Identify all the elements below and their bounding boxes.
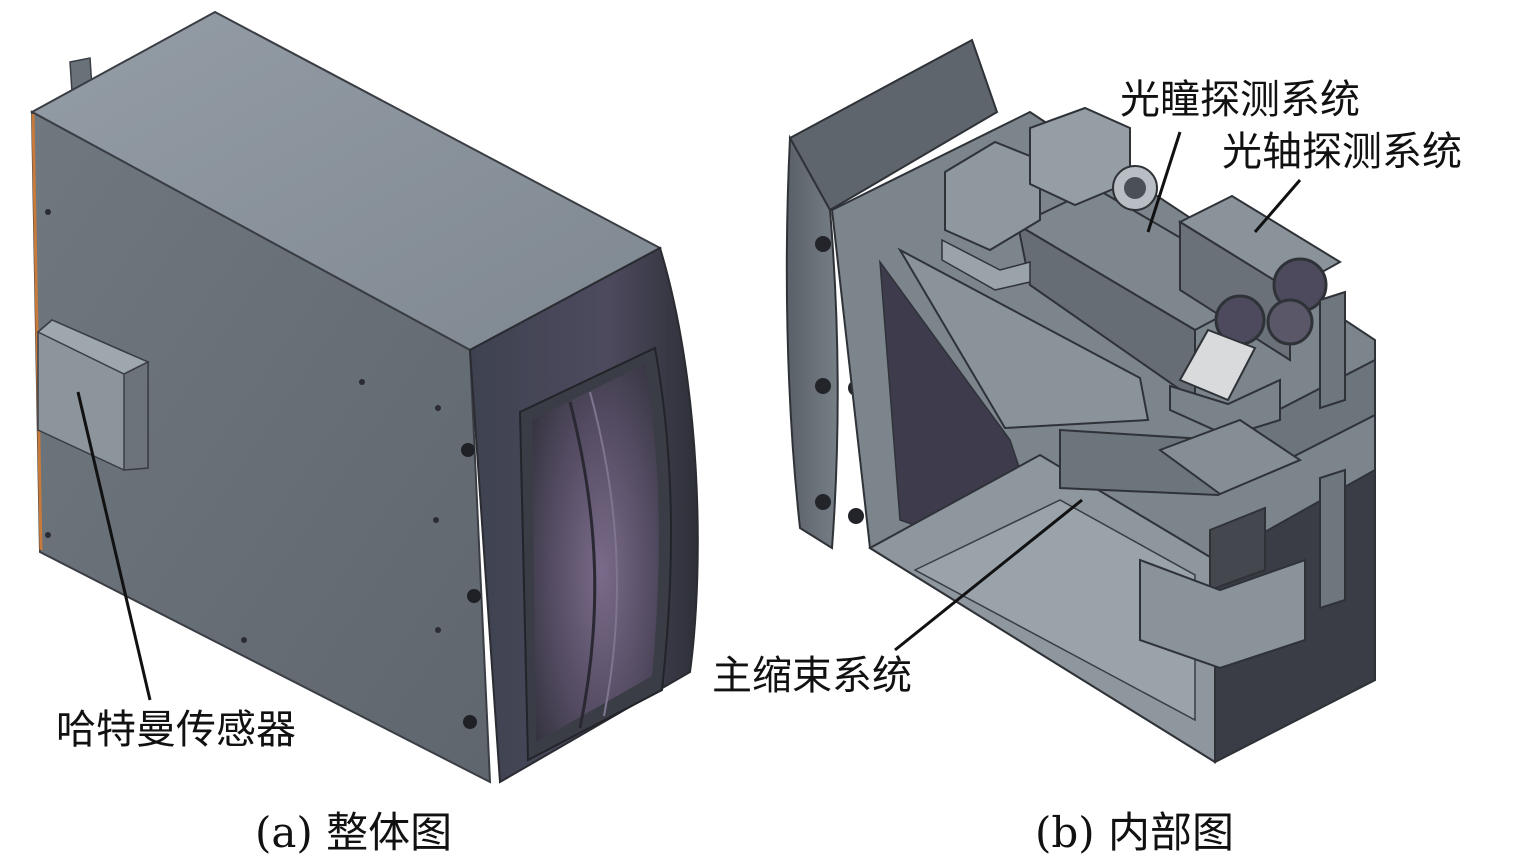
plate-hole	[815, 494, 831, 510]
hartmann-sensor-front	[123, 360, 149, 471]
screw	[241, 637, 247, 643]
plate-hole	[815, 378, 831, 394]
axis-lens	[1266, 298, 1314, 346]
mount-hole	[467, 589, 481, 603]
label-axis-detection: 光轴探测系统	[1222, 129, 1462, 175]
screw	[433, 517, 439, 523]
screw	[45, 532, 51, 538]
screw	[45, 209, 51, 215]
upright-bracket	[1319, 290, 1346, 410]
internal-assembly	[785, 38, 1376, 764]
lens-surface	[532, 364, 659, 742]
mirror	[1178, 328, 1257, 402]
caption-overall-view: (a) 整体图	[255, 808, 453, 857]
caption-internal-view: (b) 内部图	[1035, 808, 1235, 857]
plate-hole	[848, 508, 864, 524]
leader-axis	[1253, 179, 1302, 233]
label-hartmann-sensor: 哈特曼传感器	[56, 707, 296, 753]
overall-assembly	[29, 10, 699, 784]
mount-hole	[461, 443, 475, 457]
support-rib	[897, 247, 1150, 430]
leader-hartmann	[76, 391, 152, 701]
lens-curve-1	[568, 401, 597, 729]
screw	[435, 405, 441, 411]
leader-beam	[894, 498, 1083, 652]
camera-base	[941, 238, 1031, 291]
mirror-bracket	[1169, 378, 1281, 438]
lens-curve-2	[589, 391, 618, 717]
mount-hole	[463, 715, 477, 729]
screw	[359, 379, 365, 385]
lower-frame	[1139, 558, 1306, 670]
lower-mount	[1157, 418, 1303, 496]
plate-hole	[815, 236, 831, 252]
label-pupil-detection: 光瞳探测系统	[1120, 77, 1360, 123]
lower-detector	[1209, 506, 1266, 592]
upright-bracket-lower	[1319, 468, 1346, 610]
camera-lens-inner	[1124, 177, 1146, 199]
bottom-tray-inner	[913, 499, 1196, 722]
screw	[435, 627, 441, 633]
leader-pupil	[1146, 131, 1182, 233]
camera-1	[944, 140, 1041, 252]
label-beam-reduction: 主缩束系统	[712, 653, 912, 699]
